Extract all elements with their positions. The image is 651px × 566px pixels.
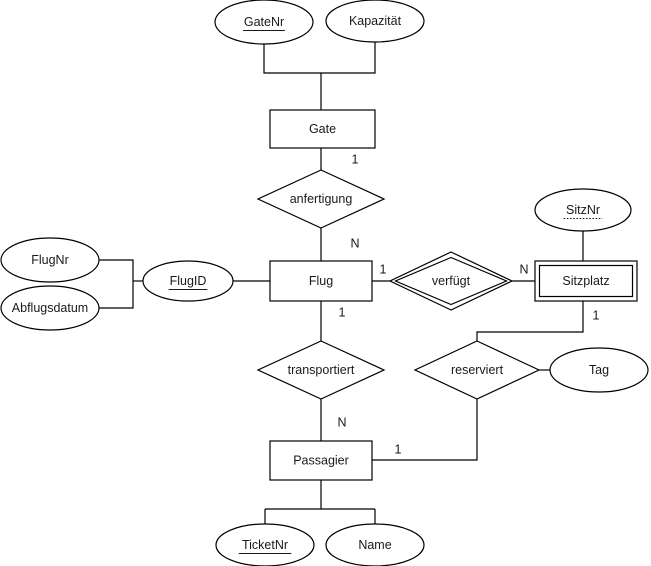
- attribute-ellipse-gatenr: [214, 0, 314, 45]
- attribute-label-tag: Tag: [589, 363, 609, 377]
- connector-gatenr-to-bus: [263, 44, 321, 74]
- attribute-label-gatenr: GateNr: [244, 15, 284, 29]
- attribute-label-abflugsdatum: Abflugsdatum: [12, 301, 88, 315]
- relationship-diamond-verfuegt: [388, 251, 514, 311]
- attribute-ellipse-abflugsdatum: [0, 285, 100, 331]
- entity-label-gate: Gate: [309, 122, 336, 136]
- attribute-ellipse-tag: [549, 347, 649, 393]
- attribute-ellipse-sitznr: [534, 188, 632, 232]
- cardinality-flug-transportiert: 1: [339, 305, 346, 319]
- relationship-diamond-transportiert: [256, 340, 386, 400]
- attribute-name[interactable]: Name: [325, 523, 425, 566]
- connector-flugnr-to-bus: [99, 259, 134, 281]
- entity-label-flug: Flug: [309, 274, 333, 288]
- attribute-label-sitznr: SitzNr: [566, 203, 600, 217]
- cardinality-sitzplatz-reserviert: 1: [593, 308, 600, 322]
- relationship-label-transportiert: transportiert: [288, 363, 355, 377]
- attribute-ellipse-name: [325, 523, 425, 566]
- relationship-label-verfuegt: verfügt: [432, 274, 471, 288]
- attribute-ellipse-flugnr: [0, 237, 100, 283]
- entity-gate[interactable]: Gate: [269, 109, 376, 149]
- entity-box-gate: [269, 109, 376, 149]
- cardinality-transportiert-passagier: N: [337, 415, 346, 429]
- relationship-label-anfertigung: anfertigung: [290, 192, 353, 206]
- attribute-label-name: Name: [358, 538, 391, 552]
- cardinality-verfuegt-sitzplatz: N: [519, 262, 528, 276]
- attribute-flugnr[interactable]: FlugNr: [0, 237, 100, 283]
- relationship-diamond-reserviert: [413, 340, 541, 400]
- attribute-ellipse-kapazitaet: [325, 0, 425, 43]
- cardinality-gate-anfertigung: 1: [352, 152, 359, 166]
- attribute-ellipse-flugid: [142, 260, 234, 302]
- cardinality-anfertigung-flug: N: [350, 236, 359, 250]
- connector-kapazitaet-to-bus: [321, 42, 376, 74]
- attribute-ticketnr[interactable]: TicketNr: [215, 523, 315, 566]
- relationship-inner-diamond-verfuegt: [393, 256, 509, 306]
- entity-box-sitzplatz: [534, 260, 638, 302]
- connector-sitzplatz-to-reserviert: [476, 301, 584, 341]
- attribute-tag[interactable]: Tag: [549, 347, 649, 393]
- attribute-label-ticketnr: TicketNr: [242, 538, 288, 552]
- connector-abflugsdatum-to-bus: [99, 281, 134, 309]
- relationship-diamond-anfertigung: [256, 169, 386, 229]
- attribute-flugid[interactable]: FlugID: [142, 260, 234, 302]
- attribute-ellipse-ticketnr: [215, 523, 315, 566]
- cardinality-passagier-reserviert: 1: [395, 442, 402, 456]
- entity-label-passagier: Passagier: [293, 453, 349, 467]
- entity-box-flug: [269, 260, 373, 302]
- attribute-label-kapazitaet: Kapazität: [349, 14, 402, 28]
- cardinality-flug-verfuegt: 1: [380, 262, 387, 276]
- entity-passagier[interactable]: Passagier: [269, 440, 373, 481]
- connector-passagier-to-reserviert: [372, 399, 478, 461]
- attribute-label-flugid: FlugID: [170, 274, 207, 288]
- attribute-sitznr[interactable]: SitzNr: [534, 188, 632, 232]
- attribute-gatenr[interactable]: GateNr: [214, 0, 314, 45]
- relationship-verfuegt[interactable]: verfügt: [388, 251, 514, 311]
- relationship-reserviert[interactable]: reserviert: [413, 340, 541, 400]
- connector-layer: [99, 42, 584, 524]
- relationship-anfertigung[interactable]: anfertigung: [256, 169, 386, 229]
- entity-flug[interactable]: Flug: [269, 260, 373, 302]
- entity-inner-box-sitzplatz: [538, 264, 634, 298]
- entity-box-passagier: [269, 440, 373, 481]
- relationship-label-reserviert: reserviert: [451, 363, 504, 377]
- entity-label-sitzplatz: Sitzplatz: [562, 274, 609, 288]
- attribute-label-flugnr: FlugNr: [31, 253, 69, 267]
- relationship-transportiert[interactable]: transportiert: [256, 340, 386, 400]
- attribute-kapazitaet[interactable]: Kapazität: [325, 0, 425, 43]
- entity-sitzplatz[interactable]: Sitzplatz: [534, 260, 638, 302]
- attribute-abflugsdatum[interactable]: Abflugsdatum: [0, 285, 100, 331]
